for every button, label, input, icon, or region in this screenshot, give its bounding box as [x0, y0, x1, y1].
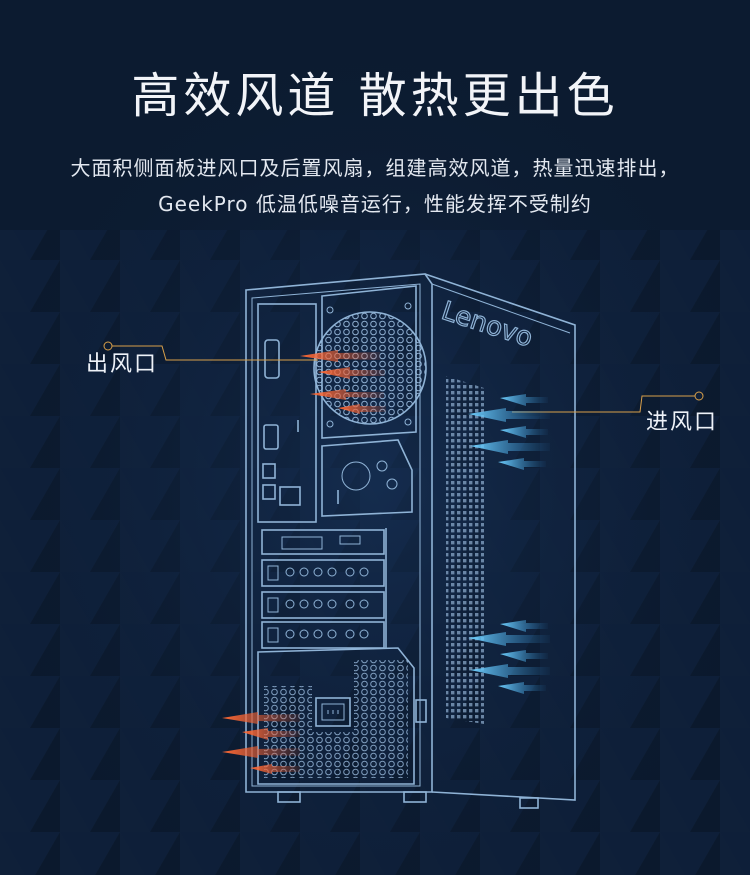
- inlet-callout-label: 进风口: [646, 410, 719, 435]
- slot-details: [267, 460, 398, 643]
- case-outline: [245, 273, 576, 809]
- outlet-callout-label: 出风口: [86, 352, 159, 377]
- side-intake-vent: [446, 376, 484, 724]
- power-socket-icon: [321, 703, 345, 721]
- intake-arrow-icon: [468, 394, 550, 694]
- case-brand-logo: Lenovo: [438, 296, 536, 353]
- psu-grille: [264, 660, 408, 778]
- leader-lines: [103, 341, 704, 413]
- description-line-2: GeekPro 低温低噪音运行，性能发挥不受制约: [158, 192, 592, 216]
- headline: 高效风道 散热更出色: [131, 68, 619, 124]
- exhaust-arrow-icon: [222, 350, 386, 774]
- description-line-1: 大面积侧面板进风口及后置风扇，组建高效风道，热量迅速排出，: [70, 156, 680, 180]
